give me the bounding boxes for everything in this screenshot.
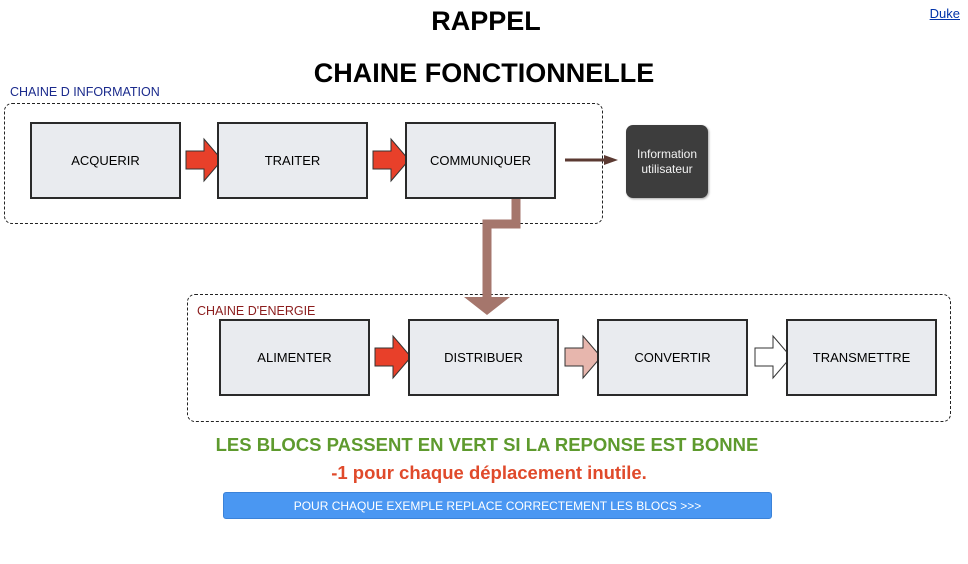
connector-head <box>464 297 510 315</box>
page-title: RAPPEL <box>431 6 541 36</box>
block-convertir[interactable]: CONVERTIR <box>597 319 748 396</box>
block-acquerir[interactable]: ACQUERIR <box>30 122 181 199</box>
arrow-convertir-transmettre <box>754 334 792 380</box>
arrow-traiter-communiquer <box>372 137 410 183</box>
penalty-message: -1 pour chaque déplacement inutile. <box>331 462 647 483</box>
arrow-distribuer-convertir <box>564 334 602 380</box>
block-traiter[interactable]: TRAITER <box>217 122 368 199</box>
information-utilisateur-box: Information utilisateur <box>626 125 708 198</box>
duke-link[interactable]: Duke <box>929 6 960 21</box>
energy-chain-frame <box>187 294 951 422</box>
replace-blocks-button[interactable]: POUR CHAQUE EXEMPLE REPLACE CORRECTEMENT… <box>223 492 772 519</box>
info-chain-label: CHAINE D INFORMATION <box>10 85 160 99</box>
block-distribuer[interactable]: DISTRIBUER <box>408 319 559 396</box>
connector-communiquer-distribuer <box>482 199 521 298</box>
block-alimenter[interactable]: ALIMENTER <box>219 319 370 396</box>
arrow-output-head <box>604 155 618 165</box>
page-subtitle: CHAINE FONCTIONNELLE <box>313 58 655 88</box>
energy-chain-label: CHAINE D'ENERGIE <box>197 304 316 318</box>
block-communiquer[interactable]: COMMUNIQUER <box>405 122 556 199</box>
arrow-acquerir-traiter <box>185 137 223 183</box>
info-chain-frame <box>4 103 603 224</box>
block-transmettre[interactable]: TRANSMETTRE <box>786 319 937 396</box>
arrow-alimenter-distribuer <box>374 334 412 380</box>
success-message: LES BLOCS PASSENT EN VERT SI LA REPONSE … <box>215 434 759 455</box>
information-utilisateur-label: Information utilisateur <box>636 146 698 176</box>
